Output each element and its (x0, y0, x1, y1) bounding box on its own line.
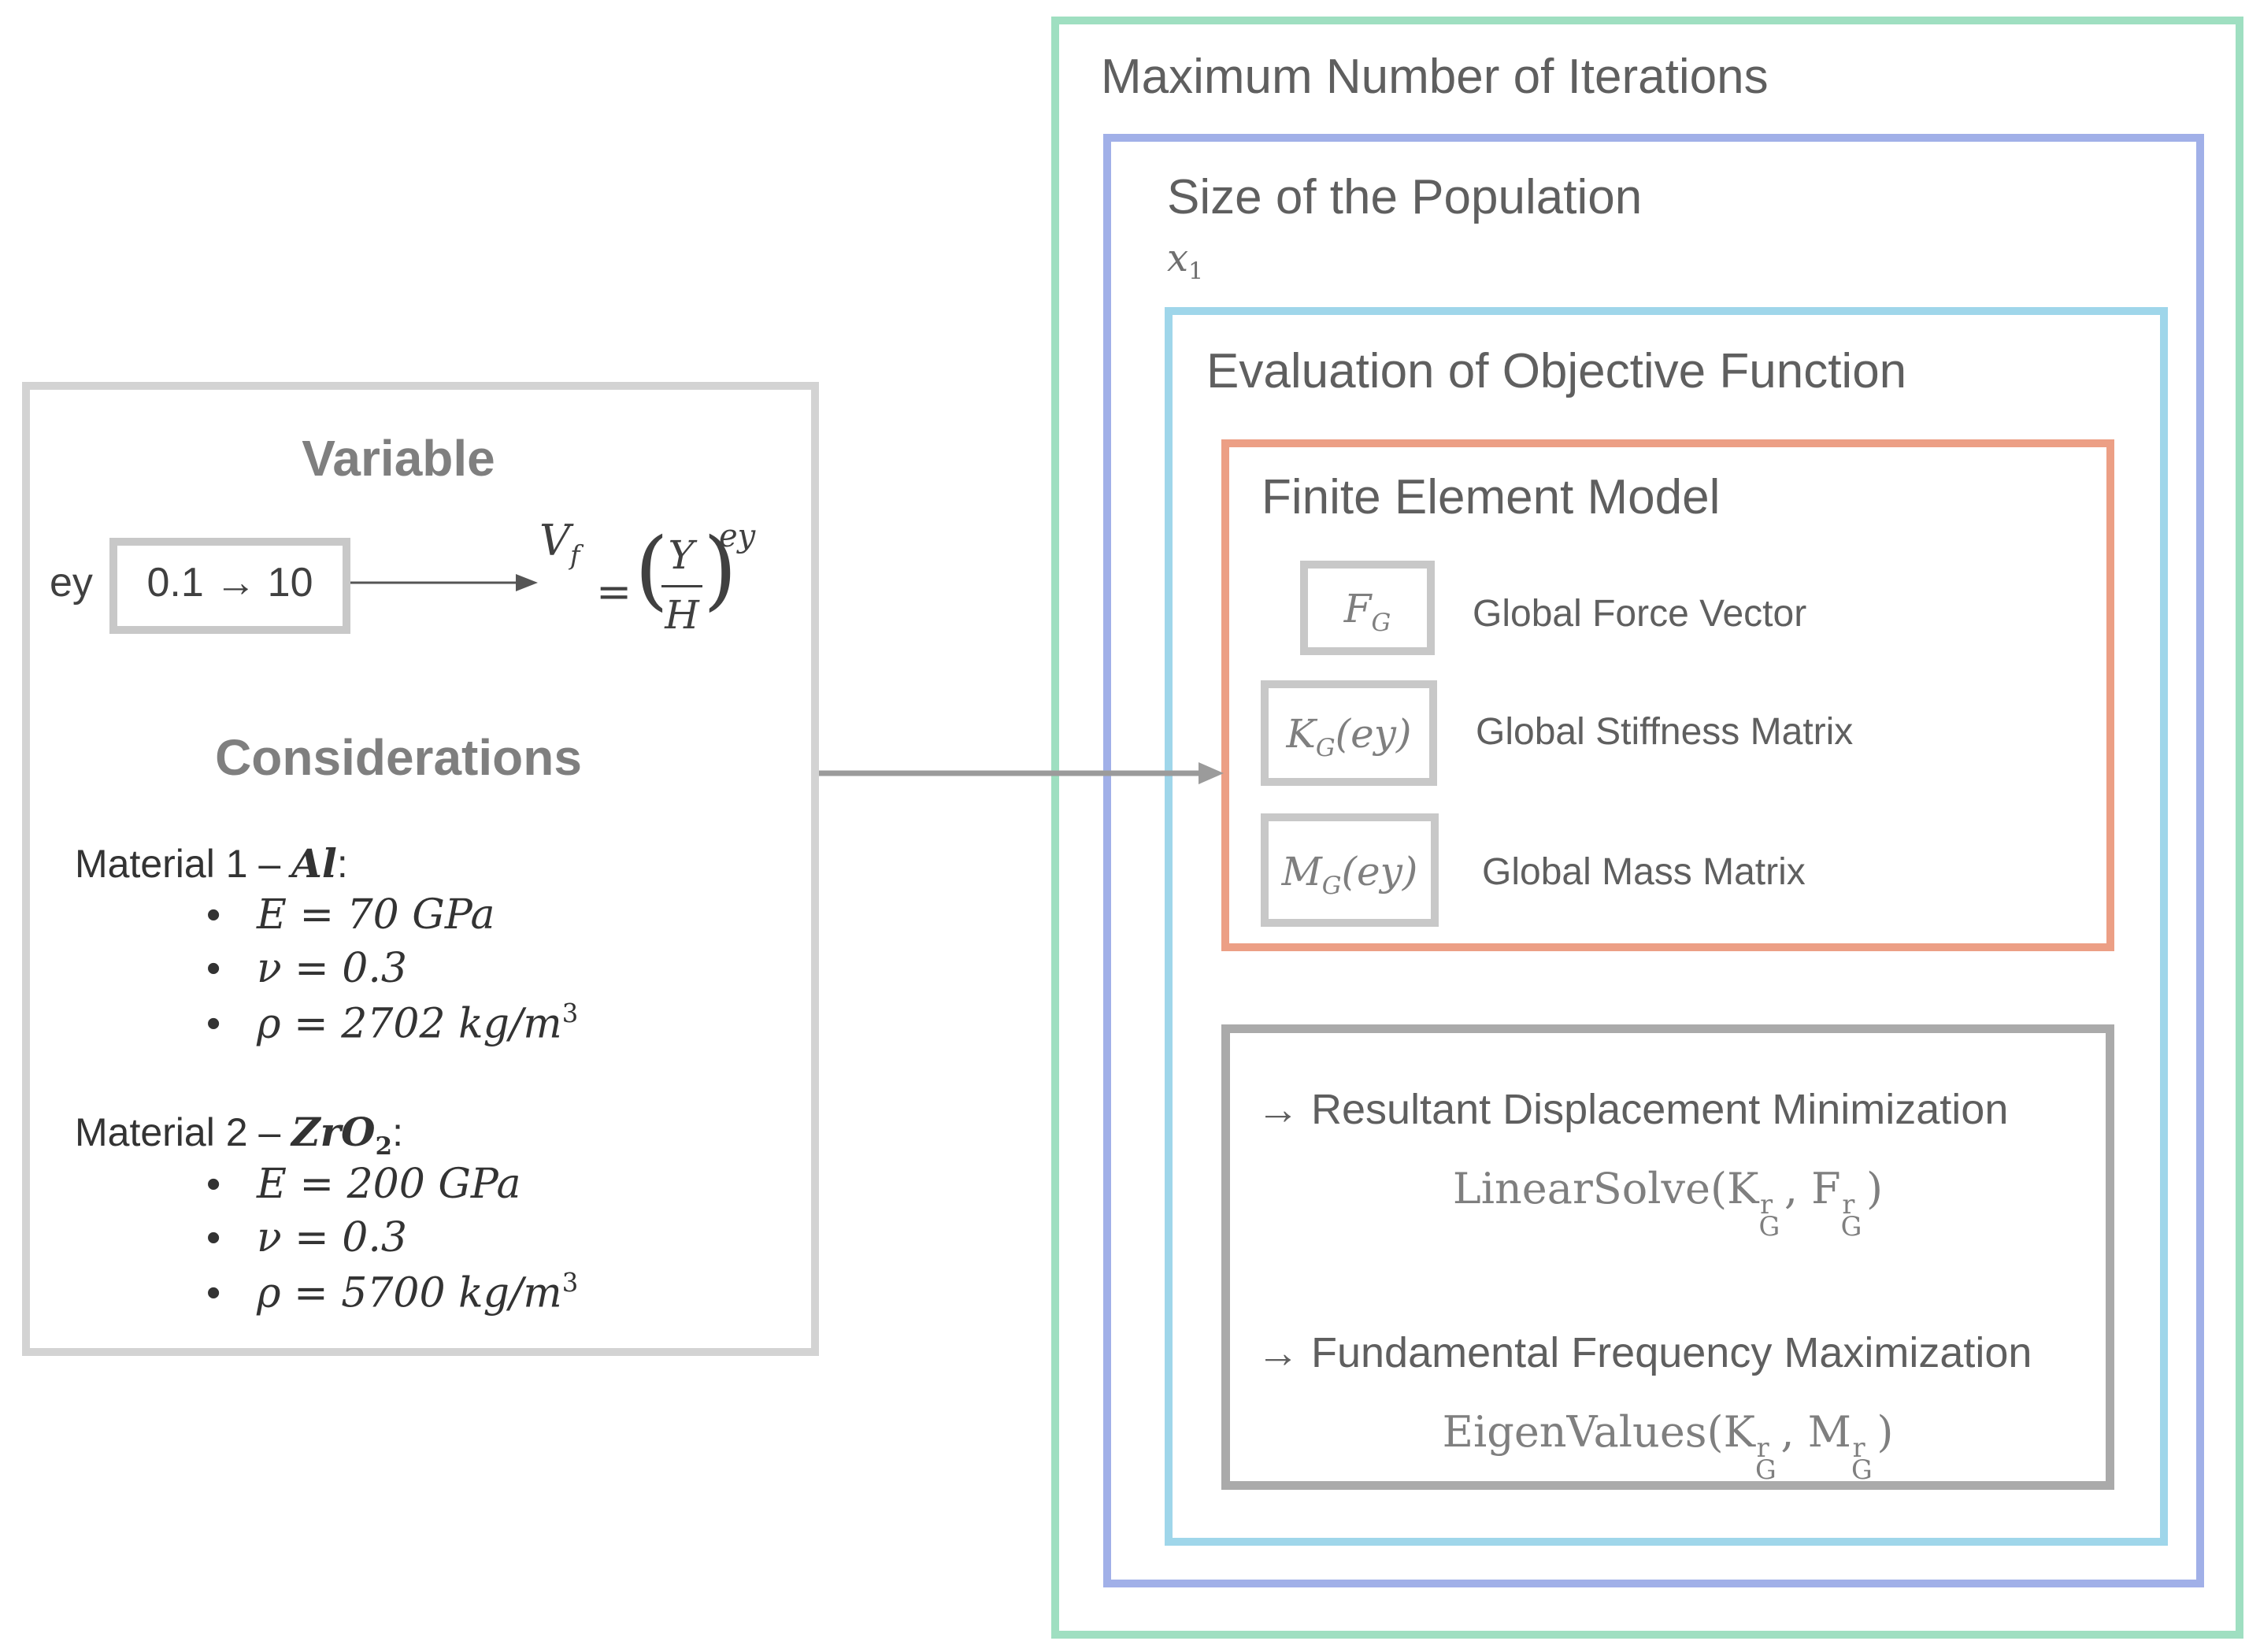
stiffness-matrix-label: Global Stiffness Matrix (1476, 711, 1854, 753)
displacement-objective-label: → Resultant Displacement Minimization (1257, 1086, 2009, 1133)
material-2-symbol: ZrO2 (291, 1109, 393, 1161)
material-1-modulus: •E = 70 GPa (206, 891, 495, 939)
volume-fraction-formula: Vf (539, 516, 580, 571)
objective-evaluation-title: Evaluation of Objective Function (1206, 344, 1907, 398)
force-vector-box (1300, 561, 1435, 655)
variables-panel (22, 382, 819, 1356)
ey-label: ey (50, 560, 93, 606)
finite-element-model-title: Finite Element Model (1262, 470, 1721, 524)
formula-exponent: ey (719, 518, 756, 554)
formula-fraction-bar (661, 585, 702, 587)
material-1-poisson: •ν = 0.3 (206, 945, 407, 992)
force-vector-symbol: FG (1343, 586, 1391, 637)
range-to-formula-arrow (350, 574, 538, 591)
formula-paren-right: ) (703, 519, 737, 620)
objective-evaluation-box (1165, 307, 2168, 1546)
population-title: Size of the Population (1167, 170, 1643, 224)
material-2-title: Material 2 – ZrO2: (75, 1109, 404, 1161)
formula-paren-left: ( (635, 519, 669, 620)
mass-matrix-symbol: MG(ey) (1281, 849, 1418, 900)
formula-numerator: Y (668, 532, 695, 578)
material-2-poisson: •ν = 0.3 (206, 1214, 407, 1261)
material-1-density: •ρ = 2702 kg/m3 (206, 998, 579, 1048)
material-2-density: •ρ = 5700 kg/m3 (206, 1268, 579, 1317)
range-text: 0.1 → 10 (146, 560, 313, 606)
range-box (109, 538, 350, 634)
max-iterations-title: Maximum Number of Iterations (1101, 50, 1769, 104)
mass-matrix-box (1261, 813, 1439, 927)
frequency-objective-label: → Fundamental Frequency Maximization (1257, 1329, 2032, 1376)
population-variable: x1 (1167, 236, 1204, 286)
variable-title: Variable (302, 430, 495, 487)
formula-equals: = (596, 567, 632, 617)
formula-denominator: H (665, 592, 699, 638)
material-1-title: Material 1 – Al: (75, 840, 348, 887)
stiffness-matrix-symbol: KG(ey) (1286, 711, 1412, 762)
considerations-title: Considerations (215, 729, 582, 786)
objectives-box (1221, 1024, 2114, 1490)
vf-sub: f (570, 539, 580, 571)
force-vector-label: Global Force Vector (1473, 593, 1807, 635)
material-2-modulus: •E = 200 GPa (206, 1161, 521, 1208)
panel-to-fem-arrow (819, 762, 1224, 784)
material-1-symbol: Al (291, 840, 337, 887)
mass-matrix-label: Global Mass Matrix (1482, 851, 1806, 893)
max-iterations-box (1051, 17, 2243, 1639)
finite-element-model-box (1221, 439, 2114, 951)
population-box (1103, 134, 2204, 1587)
stiffness-matrix-box (1261, 680, 1437, 786)
vf-base: V (539, 516, 570, 565)
